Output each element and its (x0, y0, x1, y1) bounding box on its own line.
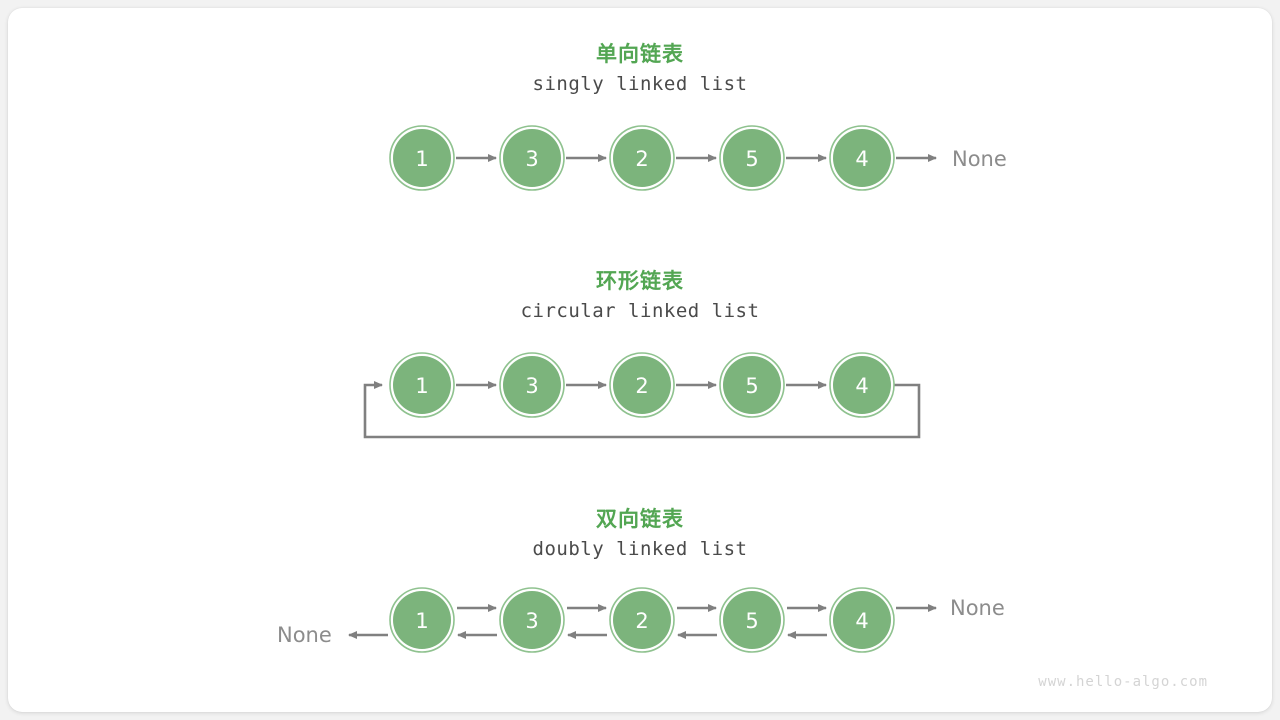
circular-node-3: 2 (609, 352, 675, 418)
section-title-cn-circular: 环形链表 (596, 269, 684, 293)
circular-node-1: 1 (389, 352, 455, 418)
doubly-linked-list-graphic: 1 3 2 5 (277, 587, 1005, 653)
section-title-en-singly: singly linked list (532, 73, 748, 95)
node-value: 2 (635, 147, 648, 171)
circular-node-5: 4 (829, 352, 895, 418)
node-value: 2 (635, 609, 648, 633)
node-value: 3 (525, 609, 538, 633)
section-title-en-doubly: doubly linked list (532, 538, 748, 560)
section-singly-linked-list: 单向链表 singly linked list (8, 8, 1272, 238)
circular-loopback-path (363, 381, 921, 439)
node-value: 1 (415, 374, 428, 398)
node-value: 5 (745, 374, 758, 398)
singly-node-5: 4 (829, 125, 895, 191)
section-title-cn-singly: 单向链表 (596, 42, 684, 66)
circular-linked-list-graphic: 1 3 2 5 (363, 352, 921, 439)
node-value: 3 (525, 374, 538, 398)
singly-node-1: 1 (389, 125, 455, 191)
node-value: 1 (415, 147, 428, 171)
doubly-node-2: 3 (499, 587, 565, 653)
singly-node-2: 3 (499, 125, 565, 191)
node-value: 2 (635, 374, 648, 398)
doubly-node-4: 5 (719, 587, 785, 653)
doubly-node-3: 2 (609, 587, 675, 653)
circular-node-4: 5 (719, 352, 785, 418)
node-value: 1 (415, 609, 428, 633)
node-value: 4 (855, 374, 868, 398)
node-value: 5 (745, 609, 758, 633)
singly-linked-list-graphic: 1 3 2 5 (389, 125, 1007, 191)
section-doubly-linked-list: 双向链表 doubly linked list (8, 468, 1272, 718)
singly-tail-none-label: None (952, 147, 1007, 171)
diagram-card: 单向链表 singly linked list (8, 8, 1272, 712)
node-value: 3 (525, 147, 538, 171)
section-title-en-circular: circular linked list (520, 300, 760, 322)
node-value: 5 (745, 147, 758, 171)
doubly-node-5: 4 (829, 587, 895, 653)
doubly-head-none-label: None (277, 623, 332, 647)
singly-node-3: 2 (609, 125, 675, 191)
watermark: www.hello-algo.com (1038, 674, 1208, 690)
circular-node-2: 3 (499, 352, 565, 418)
doubly-tail-none-label: None (950, 596, 1005, 620)
node-value: 4 (855, 147, 868, 171)
node-value: 4 (855, 609, 868, 633)
doubly-node-1: 1 (389, 587, 455, 653)
section-circular-linked-list: 环形链表 circular linked list (8, 238, 1272, 468)
singly-node-4: 5 (719, 125, 785, 191)
section-title-cn-doubly: 双向链表 (596, 507, 684, 531)
